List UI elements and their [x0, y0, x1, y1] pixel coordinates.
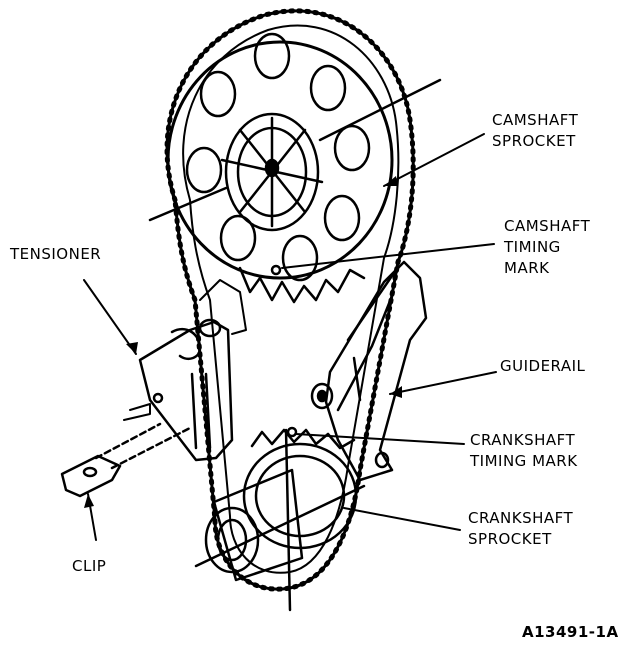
label-tensioner: TENSIONER — [10, 244, 101, 265]
timing-chain — [164, 8, 416, 592]
label-line: CRANKSHAFT — [468, 509, 574, 527]
label-line: CRANKSHAFT — [470, 431, 576, 449]
leader-arrowheads — [84, 176, 402, 508]
crankshaft-sprocket-drawing — [194, 426, 366, 612]
label-camshaft-timing-mark: CAMSHAFT TIMING MARK — [504, 216, 590, 279]
label-camshaft-sprocket: CAMSHAFT SPROCKET — [492, 110, 578, 152]
camshaft-sprocket-drawing — [148, 32, 442, 304]
label-crankshaft-timing-mark: CRANKSHAFT TIMING MARK — [470, 430, 578, 472]
label-line: TIMING — [504, 238, 561, 256]
tensioner-drawing — [123, 279, 247, 462]
label-line: CAMSHAFT — [504, 217, 591, 235]
clip-drawing — [60, 422, 192, 498]
figure-id: A13491-1A — [522, 622, 619, 643]
figure-id-text: A13491-1A — [522, 623, 619, 641]
label-line: CLIP — [72, 557, 107, 575]
label-line: TENSIONER — [10, 245, 102, 263]
label-line: SPROCKET — [468, 530, 552, 548]
label-guiderail: GUIDERAIL — [500, 356, 585, 377]
leader-lines — [83, 133, 497, 541]
label-line: GUIDERAIL — [500, 357, 586, 375]
label-crankshaft-sprocket: CRANKSHAFT SPROCKET — [468, 508, 573, 550]
guiderail-drawing — [310, 260, 428, 482]
label-line: TIMING MARK — [470, 452, 578, 470]
label-line: CAMSHAFT — [492, 111, 579, 129]
label-line: MARK — [504, 259, 550, 277]
label-line: SPROCKET — [492, 132, 576, 150]
label-clip: CLIP — [72, 556, 106, 577]
